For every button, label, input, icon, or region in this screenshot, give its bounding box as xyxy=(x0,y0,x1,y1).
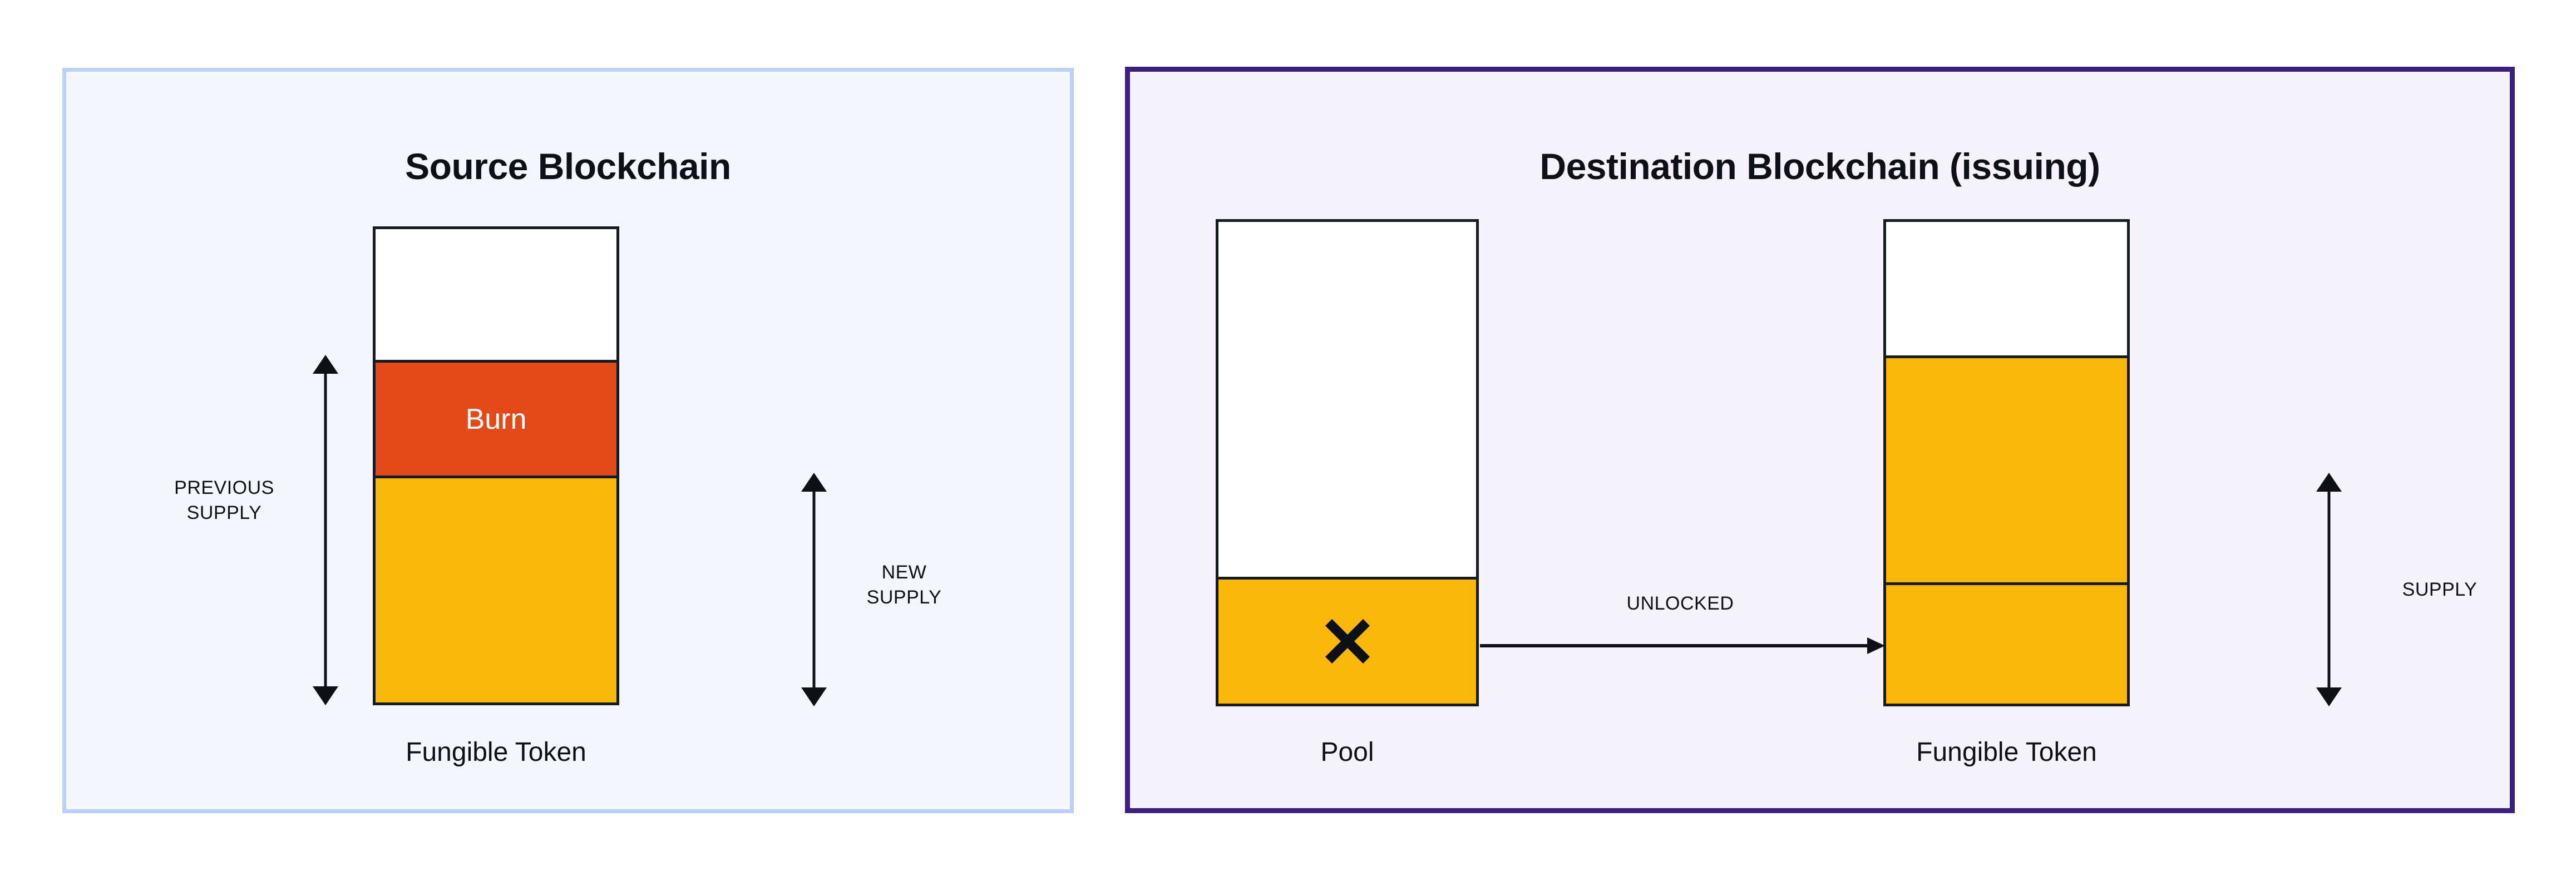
source-bar-segment-remaining-supply xyxy=(376,478,616,702)
burn-label: Burn xyxy=(465,403,527,435)
dest-bar-segment-minted-upper xyxy=(1886,355,2127,583)
destination-fungible-token-bar xyxy=(1883,219,2130,706)
unlocked-flow-label: UNLOCKED xyxy=(1626,593,1734,614)
source-panel-title: Source Blockchain xyxy=(405,146,731,187)
source-bar-segment-empty xyxy=(376,229,616,360)
dest-bar-segment-minted-lower xyxy=(1886,582,2127,704)
source-bar-segment-burn: Burn xyxy=(376,360,616,478)
supply-label: SUPPLY xyxy=(2402,579,2478,600)
destination-panel-title: Destination Blockchain (issuing) xyxy=(1539,146,2100,187)
cross-icon xyxy=(1324,618,1371,665)
arrow-shaft xyxy=(1480,644,1869,647)
new-supply-label: NEW SUPPLY xyxy=(866,562,942,608)
arrow-shaft xyxy=(812,484,816,695)
source-fungible-token-bar: Burn xyxy=(373,226,619,705)
arrow-shaft xyxy=(2327,484,2331,695)
pool-bar xyxy=(1216,219,1479,706)
arrowhead-down-icon xyxy=(2316,687,2342,706)
unlocked-flow-arrow xyxy=(1480,637,1885,656)
dest-bar-segment-empty xyxy=(1886,222,2127,356)
pool-bar-segment-locked xyxy=(1218,576,1476,704)
arrowhead-down-icon xyxy=(313,686,338,705)
supply-dimension-arrow xyxy=(2316,473,2342,706)
pool-bar-segment-empty xyxy=(1218,222,1476,577)
source-bar-caption: Fungible Token xyxy=(406,738,586,767)
previous-supply-dimension-arrow xyxy=(313,355,338,705)
destination-bar-caption: Fungible Token xyxy=(1916,738,2097,767)
previous-supply-label: PREVIOUS SUPPLY xyxy=(174,477,274,523)
arrowhead-right-icon xyxy=(1867,637,1885,654)
pool-bar-caption: Pool xyxy=(1320,738,1374,767)
arrowhead-down-icon xyxy=(801,687,827,706)
arrow-shaft xyxy=(324,366,327,694)
new-supply-dimension-arrow xyxy=(801,473,827,706)
